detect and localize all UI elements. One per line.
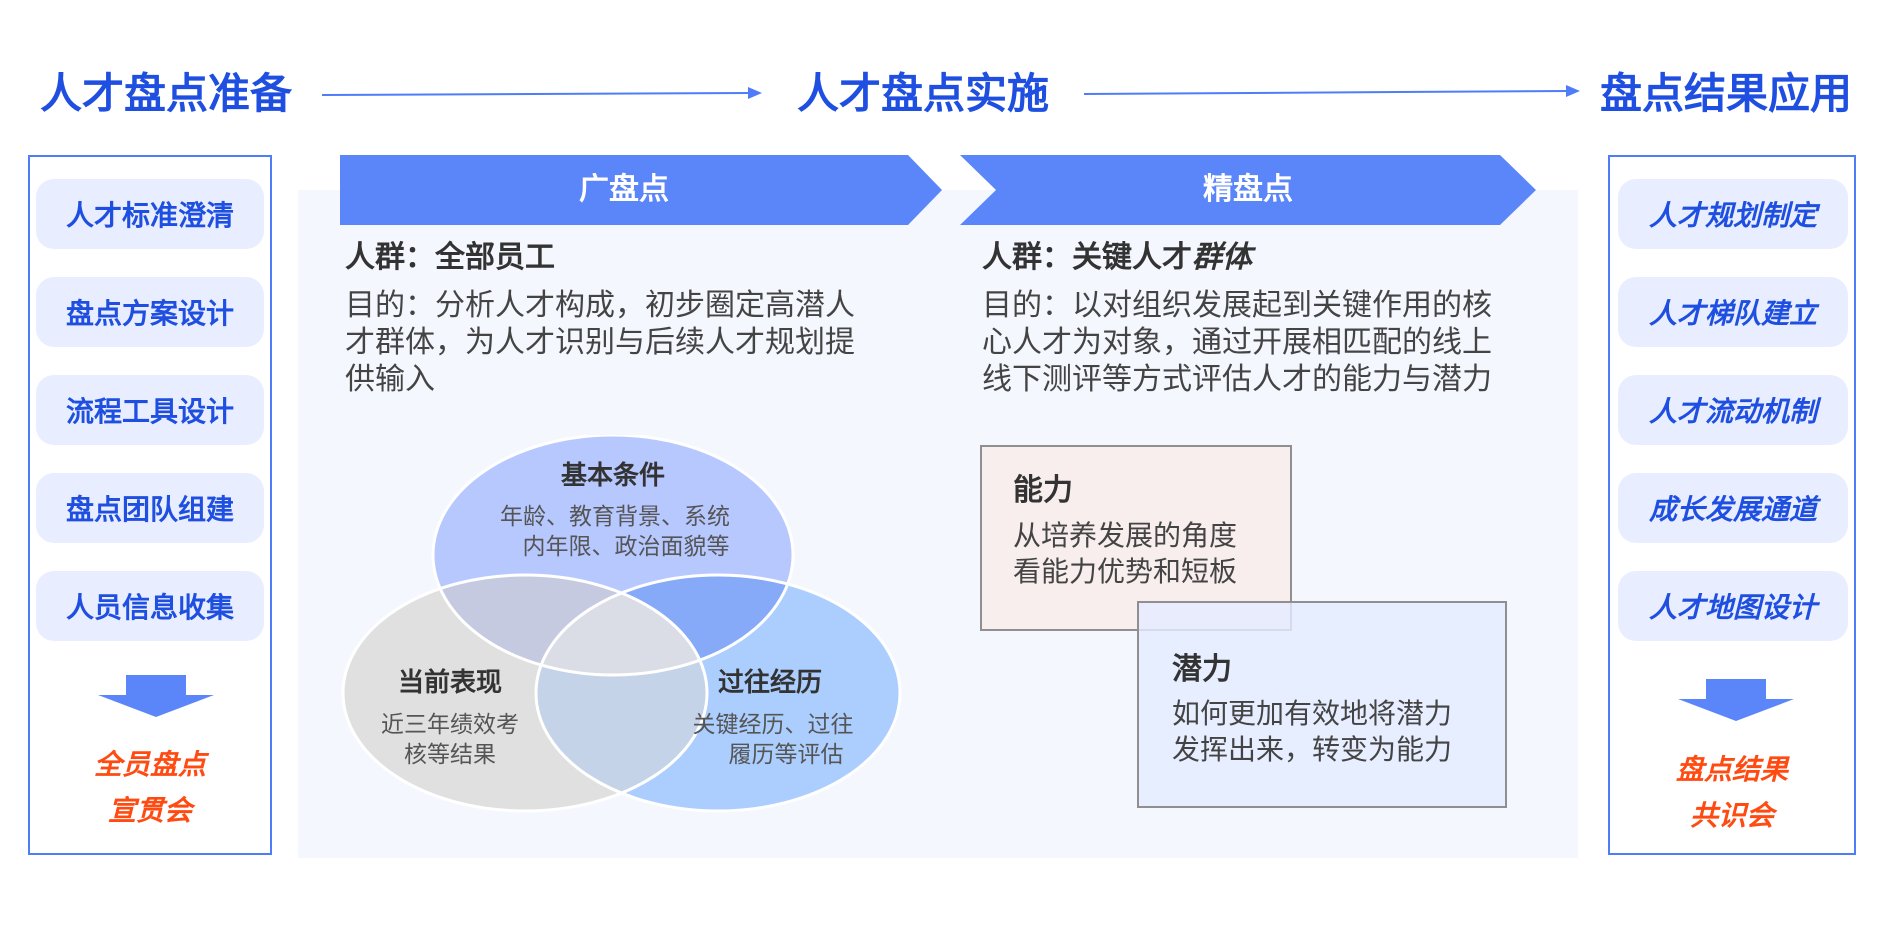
venn-right-desc: 关键经历、过往 履历等评估 (668, 710, 878, 770)
ability-desc-line: 看能力优势和短板 (1013, 555, 1238, 588)
venn-right-title: 过往经历 (717, 668, 822, 698)
purpose-line: 才群体，为人才识别与后续人才规划提 (345, 325, 855, 360)
venn-left-desc: 近三年绩效考 核等结果 (355, 710, 545, 770)
purpose-line: 目的：以对组织发展起到关键作用的核 (982, 288, 1492, 323)
fine-banner (960, 155, 1536, 225)
venn-top-desc: 年龄、教育背景、系统 内年限、政治面貌等 (470, 502, 760, 562)
venn-top-title: 基本条件 (560, 461, 665, 491)
potential-desc-line: 发挥出来，转变为能力 (1172, 733, 1453, 766)
flow-arrow-2 (1083, 85, 1580, 97)
prepare-item: 流程工具设计 (36, 375, 264, 445)
venn-diagram (341, 435, 902, 813)
fine-group-label-em: 群体 (1192, 240, 1252, 275)
phase-implement-title: 人才盘点实施 (797, 69, 1050, 118)
venn-outline-left (341, 573, 709, 813)
fine-group-label-main: 人群：关键人才 (982, 240, 1192, 275)
fine-banner-label: 精盘点 (1203, 172, 1293, 207)
purpose-line: 供输入 (345, 362, 435, 397)
purpose-line: 目的：分析人才构成，初步圈定高潜人 (345, 288, 855, 323)
ability-box (980, 445, 1292, 631)
prepare-meeting-line2: 宣贯会 (107, 794, 192, 827)
prepare-item: 盘点方案设计 (36, 277, 264, 347)
apply-meeting-line1: 盘点结果 (1675, 753, 1788, 786)
potential-desc-line: 如何更加有效地将潜力 (1172, 697, 1453, 730)
apply-item: 成长发展通道 (1618, 473, 1848, 543)
apply-meeting: 盘点结果 共识会 (1610, 747, 1854, 839)
potential-desc: 如何更加有效地将潜力 发挥出来，转变为能力 (1172, 696, 1452, 768)
fine-purpose: 目的：以对组织发展起到关键作用的核 心人才为对象，通过开展相匹配的线上 线下测评… (982, 287, 1492, 398)
broad-group-label: 人群：全部员工 (345, 240, 555, 275)
down-arrow-icon (1678, 679, 1794, 721)
purpose-line: 心人才为对象，通过开展相匹配的线上 (982, 325, 1492, 360)
ability-desc-line: 从培养发展的角度 (1013, 519, 1238, 552)
potential-box (1137, 601, 1507, 808)
venn-left-desc-line: 核等结果 (404, 742, 496, 768)
apply-column: 人才规划制定 人才梯队建立 人才流动机制 成长发展通道 人才地图设计 盘点结果 … (1608, 155, 1856, 855)
prepare-item: 人员信息收集 (36, 571, 264, 641)
purpose-line: 线下测评等方式评估人才的能力与潜力 (982, 362, 1492, 397)
apply-item: 人才流动机制 (1618, 375, 1848, 445)
broad-banner (340, 155, 942, 225)
prepare-item: 盘点团队组建 (36, 473, 264, 543)
apply-item: 人才地图设计 (1618, 571, 1848, 641)
apply-meeting-line2: 共识会 (1689, 799, 1774, 832)
potential-title: 潜力 (1172, 652, 1232, 687)
venn-right-desc-line: 关键经历、过往 (692, 712, 854, 738)
venn-left-title: 当前表现 (397, 668, 502, 698)
prepare-meeting: 全员盘点 宣贯会 (30, 742, 270, 834)
venn-outline-right (534, 573, 902, 813)
flow-arrow-1 (321, 87, 762, 99)
phase-prepare-title: 人才盘点准备 (40, 69, 293, 118)
ability-title: 能力 (1013, 473, 1073, 508)
ability-desc: 从培养发展的角度 看能力优势和短板 (1013, 518, 1237, 590)
fine-group-label: 人群：关键人才群体 (982, 238, 1252, 278)
venn-top-desc-line: 年龄、教育背景、系统 (500, 504, 730, 530)
prepare-column: 人才标准澄清 盘点方案设计 流程工具设计 盘点团队组建 人员信息收集 全员盘点 … (28, 155, 272, 855)
venn-left-desc-line: 近三年绩效考 (381, 712, 519, 738)
apply-item: 人才规划制定 (1618, 179, 1848, 249)
prepare-item: 人才标准澄清 (36, 179, 264, 249)
broad-banner-label: 广盘点 (579, 172, 669, 207)
venn-outline-top (431, 435, 795, 677)
venn-top-desc-line: 内年限、政治面貌等 (522, 534, 730, 560)
apply-item: 人才梯队建立 (1618, 277, 1848, 347)
prepare-meeting-line1: 全员盘点 (93, 748, 206, 781)
down-arrow-icon (98, 675, 214, 717)
venn-right-desc-line: 履历等评估 (728, 742, 844, 768)
phase-apply-title: 盘点结果应用 (1600, 69, 1853, 118)
broad-purpose: 目的：分析人才构成，初步圈定高潜人 才群体，为人才识别与后续人才规划提 供输入 (345, 287, 855, 398)
